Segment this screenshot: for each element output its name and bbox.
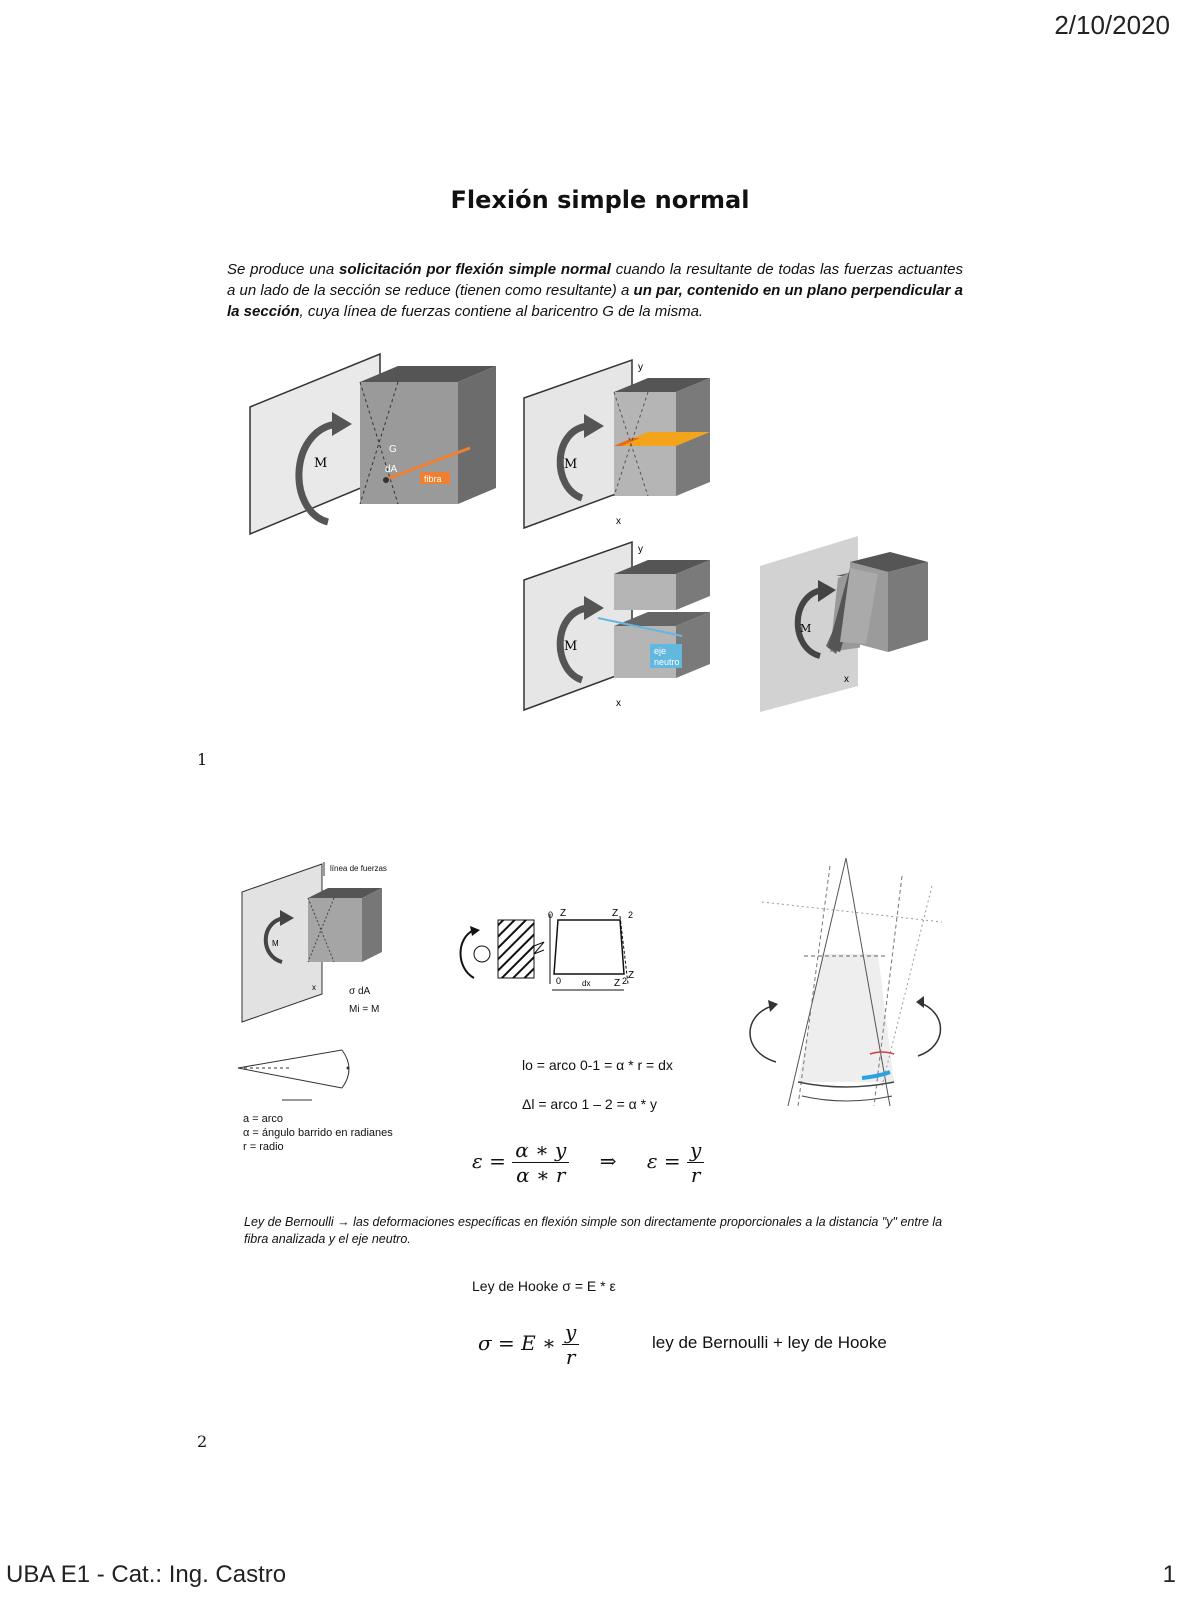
fraction-sigma: y r	[562, 1320, 579, 1369]
node-label-2b: 2	[628, 910, 633, 920]
fraction-y-num: y	[687, 1138, 704, 1163]
x-axis-label: x	[844, 674, 849, 685]
figure-curvature	[742, 856, 946, 1118]
moment-label: M	[272, 939, 279, 948]
sigma-lhs: σ = E ∗	[478, 1331, 556, 1355]
sigma-note: ley de Bernoulli + ley de Hooke	[652, 1333, 887, 1353]
figure-block-fibre: M G dA fibra	[248, 352, 498, 537]
moment-label: M	[800, 622, 811, 635]
figure-orange-plane: M y x	[522, 358, 722, 530]
curved-block	[798, 954, 894, 1082]
hooke-law: Ley de Hooke σ = E * ε	[472, 1278, 616, 1294]
z-label-3: Z	[614, 978, 620, 989]
dx-label: dx	[582, 979, 590, 988]
mi-m-label: Mi = M	[349, 1003, 379, 1017]
fraction-alpha-num: α ∗ y	[512, 1138, 569, 1163]
node-label-0: 0	[548, 910, 553, 920]
footer-course: UBA E1 - Cat.: Ing. Castro	[6, 1561, 286, 1589]
equation-sigma: σ = E ∗ y r	[478, 1320, 579, 1369]
slide-title: Flexión simple normal	[0, 186, 1200, 214]
moment-label: M	[314, 456, 327, 471]
node-label-2: 2	[622, 976, 627, 986]
epsilon-symbol: ε	[472, 1149, 483, 1173]
fraction-alpha: α ∗ y α ∗ r	[512, 1138, 569, 1187]
fibra-label: fibra	[424, 474, 442, 484]
fraction-alpha-den: α ∗ r	[512, 1163, 569, 1187]
moment-label: M	[564, 457, 577, 472]
moment-label: M	[564, 639, 577, 654]
figure-rotated-block	[820, 548, 930, 658]
figure-deformed-element: 0 0 2 2 Z Z Z Z dx	[452, 902, 652, 998]
y-axis-label: y	[638, 544, 643, 555]
intro-text-3: , cuya línea de fuerzas contiene al bari…	[300, 303, 704, 320]
fraction-y-r: y r	[687, 1138, 704, 1187]
z-label-2: Z	[628, 970, 634, 981]
deformed-element	[554, 920, 624, 974]
intro-text-1: Se produce una	[227, 261, 339, 278]
bernoulli-law: Ley de Bernoulli → las deformaciones esp…	[244, 1214, 944, 1248]
figure-neutral-axis: M eje neutro y x	[522, 540, 722, 712]
linea-fuerzas-label: línea de fuerzas	[330, 862, 387, 876]
arc-legend: a = arco α = ángulo barrido en radianes …	[243, 1112, 393, 1154]
node-label-0b: 0	[556, 976, 561, 986]
figure-plane-block-small: M x	[240, 862, 390, 1024]
sigma-da-label: σ dA	[349, 985, 370, 999]
equation-epsilon: ε = α ∗ y α ∗ r ⇒ ε = y r	[472, 1138, 704, 1187]
implies-arrow: ⇒	[600, 1149, 617, 1173]
equation-delta-l: Δl = arco 1 – 2 = α * y	[522, 1096, 657, 1112]
fixed-support-hatch	[498, 920, 534, 978]
block-front	[360, 382, 458, 504]
legend-line-arco: a = arco	[243, 1112, 393, 1126]
eje-label: eje	[654, 646, 666, 656]
intro-paragraph: Se produce una solicitación por flexión …	[227, 259, 963, 322]
epsilon-symbol-2: ε	[647, 1149, 658, 1173]
g-label: G	[389, 444, 397, 455]
footer-page-number: 1	[1163, 1561, 1176, 1589]
page-date: 2/10/2020	[1054, 10, 1170, 41]
z-label-1: Z	[612, 908, 618, 919]
x-axis-label: x	[312, 983, 316, 992]
fraction-sigma-den: r	[562, 1345, 579, 1369]
y-axis-label: y	[638, 362, 643, 373]
neutro-label: neutro	[654, 657, 680, 667]
figure-arc-sketch	[232, 1044, 362, 1104]
intro-bold-1: solicitación por flexión simple normal	[339, 261, 611, 278]
legend-line-radio: r = radio	[243, 1140, 393, 1154]
fraction-r-den: r	[687, 1163, 704, 1187]
slide-number-2: 2	[197, 1432, 207, 1451]
x-axis-label: x	[616, 516, 621, 527]
equation-lo: lo = arco 0-1 = α * r = dx	[522, 1057, 673, 1073]
slide-number-1: 1	[197, 750, 207, 769]
fraction-sigma-num: y	[562, 1320, 579, 1345]
z-label-4: Z	[560, 908, 566, 919]
block-side	[458, 366, 496, 504]
da-label: dA	[385, 464, 398, 475]
legend-line-angulo: α = ángulo barrido en radianes	[243, 1126, 393, 1140]
x-axis-label: x	[616, 698, 621, 709]
